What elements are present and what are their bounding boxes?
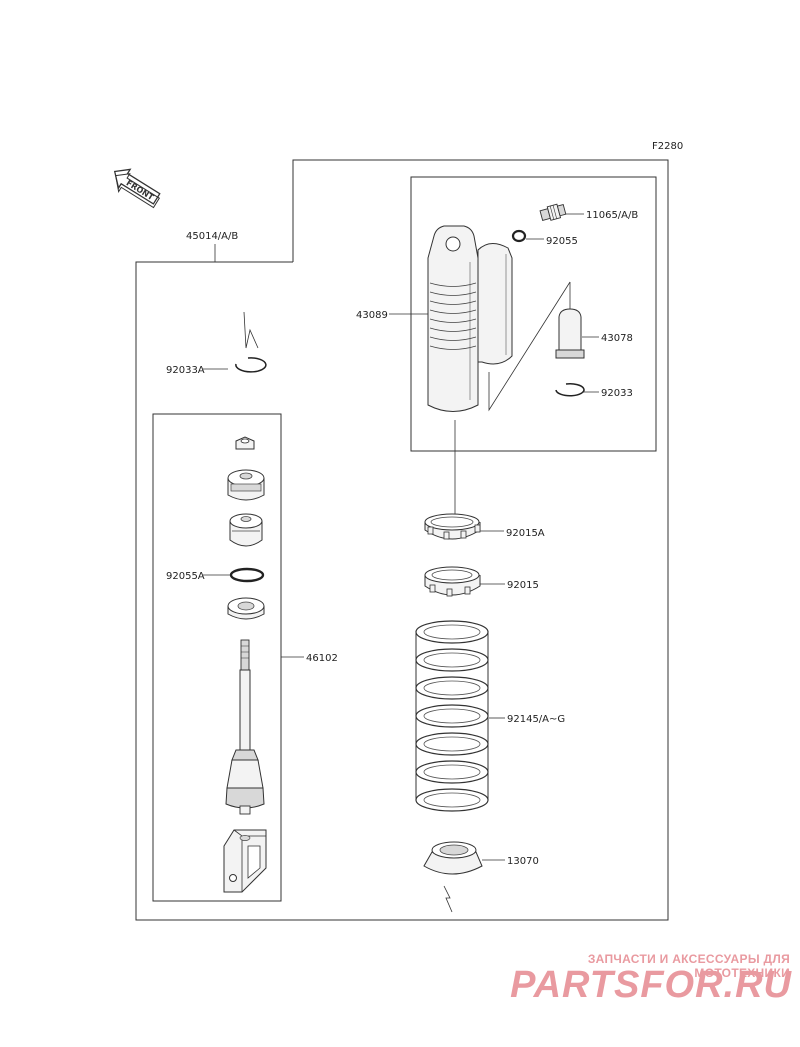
valve-body[interactable] (229, 513, 263, 547)
label-92055a[interactable]: 92055A (166, 571, 205, 582)
label-11065[interactable]: 11065/A/B (586, 210, 638, 221)
oring-92055a[interactable] (229, 567, 265, 583)
circlip-92033a[interactable] (235, 357, 267, 373)
watermark-logo: PARTSFOR.RU (510, 964, 792, 1006)
clevis-eye[interactable] (223, 829, 267, 893)
locknut-92015[interactable] (424, 566, 481, 597)
piston[interactable] (227, 469, 265, 501)
figure-code: F2280 (652, 141, 683, 152)
adjuster-nut-92015a[interactable] (424, 513, 481, 540)
label-92015[interactable]: 92015 (507, 580, 539, 591)
label-92033a[interactable]: 92033A (166, 365, 205, 376)
front-arrow-icon: FRONT (113, 168, 161, 209)
circlip-92033[interactable] (555, 383, 585, 397)
shock-body[interactable] (427, 225, 513, 412)
rod-bumper[interactable] (227, 597, 265, 620)
assembly-tick-left (243, 311, 259, 349)
spring-seat-13070[interactable] (423, 841, 483, 875)
label-46102[interactable]: 46102 (306, 653, 338, 664)
label-92015a[interactable]: 92015A (506, 528, 545, 539)
assembly-tick-bottom (443, 885, 453, 913)
assembly-outline (135, 159, 669, 921)
label-92145[interactable]: 92145/A~G (507, 714, 565, 725)
rod-nut[interactable] (235, 436, 255, 450)
label-43089[interactable]: 43089 (356, 310, 388, 321)
watermark-tagline: ЗАПЧАСТИ И АКСЕССУАРЫ ДЛЯ МОТОТЕХНИКИ (587, 952, 790, 980)
label-92033[interactable]: 92033 (601, 388, 633, 399)
spring-92145[interactable] (415, 620, 489, 812)
piston-rod[interactable] (225, 639, 265, 815)
label-92055[interactable]: 92055 (546, 236, 578, 247)
label-13070[interactable]: 13070 (507, 856, 539, 867)
bladder[interactable] (555, 282, 585, 359)
leader-bladder-diag (488, 281, 571, 412)
label-43078[interactable]: 43078 (601, 333, 633, 344)
reservoir-valve[interactable] (539, 203, 567, 223)
piston-rod-subbox (152, 413, 282, 902)
label-45014[interactable]: 45014/A/B (186, 231, 238, 242)
oring-92055[interactable] (511, 229, 527, 243)
